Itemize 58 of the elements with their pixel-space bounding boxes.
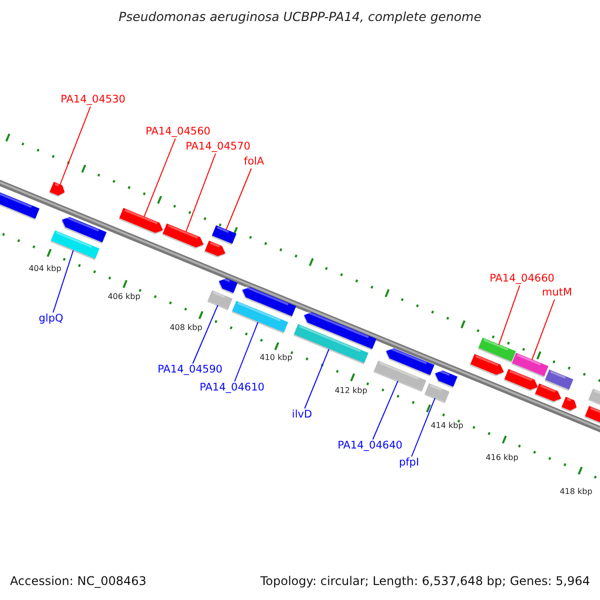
gene-label: PA14_04560 [146, 126, 210, 138]
leader-line [531, 299, 556, 360]
gene-block [204, 240, 226, 258]
gene-block [544, 370, 574, 391]
scale-label: 418 kbp [560, 487, 592, 497]
gene-block [478, 338, 516, 363]
gene-block [242, 286, 296, 318]
gene-block [0, 190, 40, 220]
gene-block [470, 354, 504, 376]
leader-line [372, 380, 398, 440]
scale-label: 414 kbp [430, 421, 464, 431]
gene-label: PA14_04610 [200, 382, 264, 394]
gene-block [584, 406, 600, 424]
gene-block [424, 383, 450, 404]
leader-line [60, 106, 91, 186]
diagram-title: Pseudomonas aeruginosa UCBPP-PA14, complete genome [118, 9, 482, 24]
leader-line [498, 285, 520, 346]
gene-block [207, 290, 232, 310]
gene-block [162, 223, 204, 249]
scale-label: 408 kbp [170, 323, 202, 333]
gene-label: PA14_04590 [158, 364, 222, 376]
scale-label: 416 kbp [486, 453, 518, 463]
gene-block [534, 384, 562, 403]
scale-label: 406 kbp [108, 292, 140, 302]
gene-label: PA14_04570 [186, 140, 250, 154]
gene-label: glpQ [38, 312, 64, 326]
gene-label: PA14_04530 [60, 94, 126, 106]
gene-block [118, 208, 163, 234]
gene-block [218, 277, 238, 294]
gene-block [303, 311, 376, 350]
gene-label: folA [244, 156, 264, 168]
scale-label: 410 kbp [260, 353, 292, 363]
gene-label: PA14_04660 [490, 272, 554, 286]
footer-note: Accession: NC_008463 [10, 574, 146, 589]
gene-label: mutM [542, 286, 572, 300]
leader-line [144, 138, 176, 218]
gene-block [211, 225, 236, 246]
gene-block [504, 369, 538, 392]
leader-line [192, 304, 218, 364]
gene-block [49, 182, 65, 197]
leader-line [234, 322, 258, 382]
gene-block [61, 216, 107, 244]
leader-line [52, 250, 74, 313]
gene-block [511, 352, 548, 378]
gene-label: PA14_04640 [338, 440, 402, 452]
footer-note: Topology: circular; Length: 6,537,648 bp; Genes: 5,964 [260, 574, 590, 589]
leader-line [185, 153, 216, 232]
scale-label: 412 kbp [334, 386, 368, 396]
gene-block [561, 396, 577, 412]
leader-line [226, 168, 252, 230]
gene-block [588, 388, 600, 408]
gene-block [434, 370, 458, 388]
gene-label: pfpI [398, 456, 420, 470]
scale-label: 404 kbp [28, 264, 62, 274]
gene-label: ilvD [292, 408, 312, 422]
gene-block [386, 347, 434, 376]
leader-line [411, 398, 436, 457]
leader-line [304, 348, 330, 409]
